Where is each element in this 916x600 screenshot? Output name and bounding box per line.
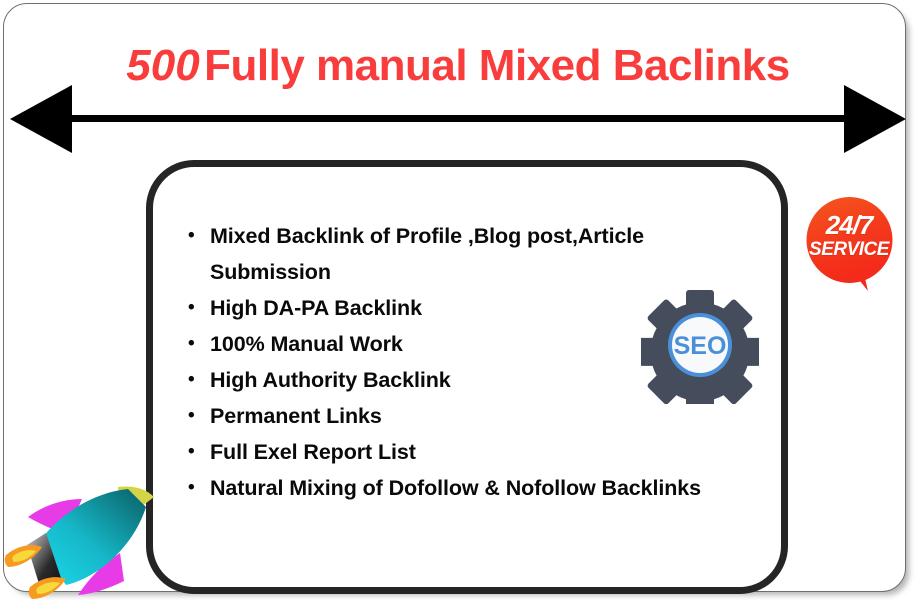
seo-gear-label: SEO bbox=[674, 332, 727, 360]
badge-line-2: SERVICE bbox=[809, 239, 889, 260]
arrow-left-head-icon bbox=[10, 85, 72, 153]
title-text: Fully manual Mixed Baclinks bbox=[204, 41, 790, 90]
feature-box bbox=[146, 160, 788, 594]
status-badge: 24/7 SERVICE bbox=[806, 196, 900, 292]
speech-bubble-icon bbox=[806, 197, 893, 291]
list-item: Permanent Links bbox=[186, 398, 706, 434]
list-item: Natural Mixing of Dofollow & Nofollow Ba… bbox=[186, 470, 706, 506]
badge-text-block: 24/7 SERVICE bbox=[806, 212, 892, 259]
badge-line-1: 24/7 bbox=[825, 210, 874, 240]
list-item: Mixed Backlink of Profile ,Blog post,Art… bbox=[186, 218, 706, 290]
arrow-right-head-icon bbox=[844, 85, 906, 153]
feature-list: Mixed Backlink of Profile ,Blog post,Art… bbox=[186, 218, 706, 506]
rocket-icon bbox=[0, 455, 184, 600]
list-item: High Authority Backlink bbox=[186, 362, 706, 398]
arrow-shaft bbox=[68, 115, 850, 122]
gear-icon bbox=[638, 290, 762, 414]
list-item: Full Exel Report List bbox=[186, 434, 706, 470]
rocket-body bbox=[37, 489, 146, 585]
list-item: High DA-PA Backlink bbox=[186, 290, 706, 326]
rocket-flame-upper bbox=[4, 545, 43, 567]
rocket-flame-lower bbox=[28, 577, 66, 599]
page-title: 500 Fully manual Mixed Baclinks bbox=[0, 44, 916, 88]
list-item: 100% Manual Work bbox=[186, 326, 706, 362]
title-number: 500 bbox=[126, 41, 200, 90]
rocket-fin-lower bbox=[78, 553, 124, 595]
seo-gear-icon: SEO bbox=[638, 286, 762, 414]
